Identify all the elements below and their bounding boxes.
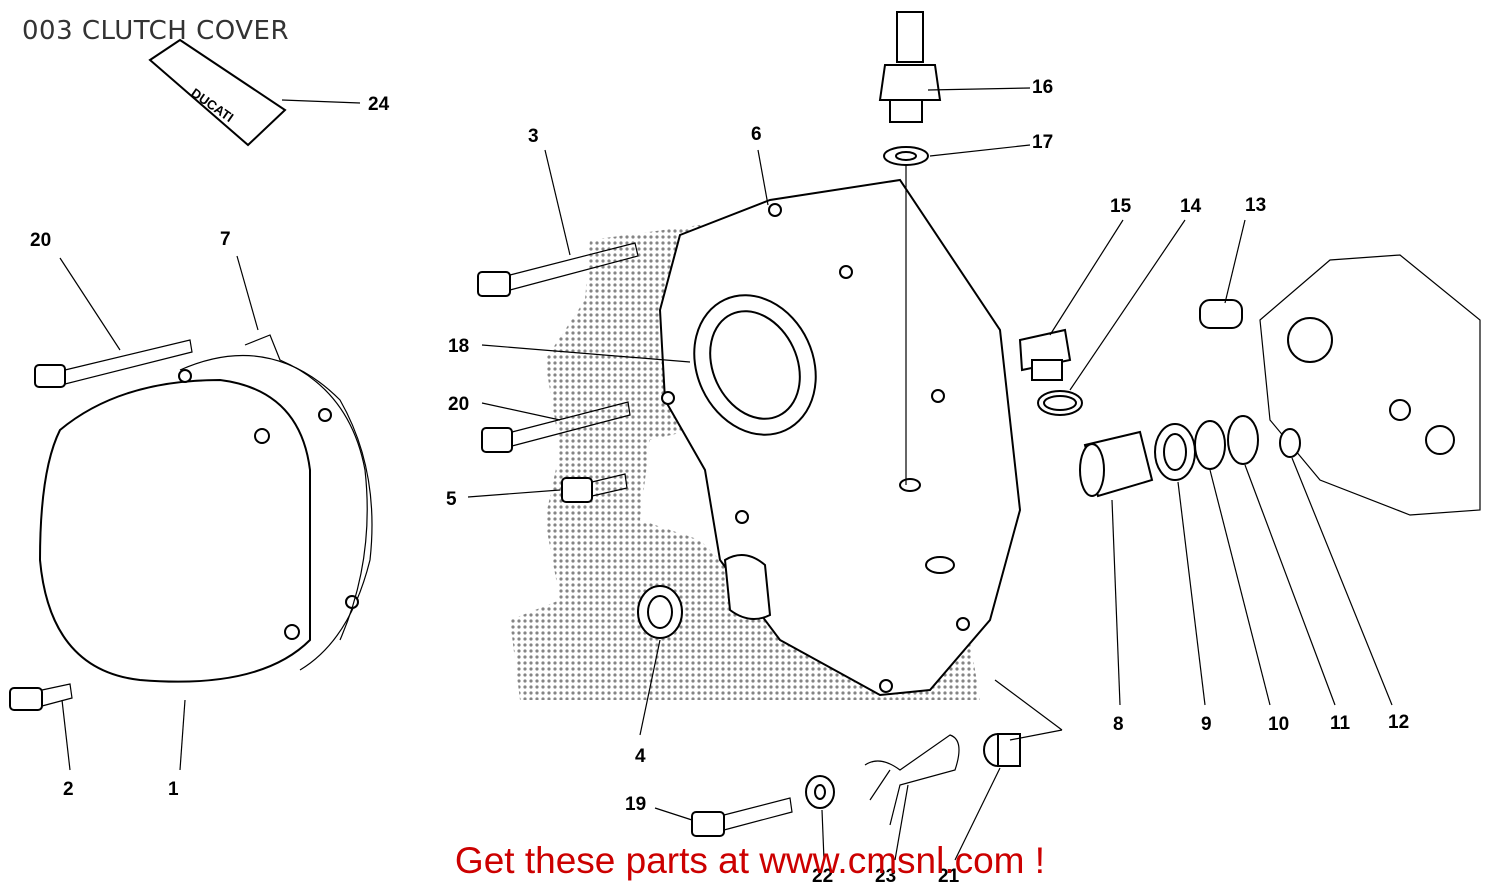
oil-plug-15 [1018, 328, 1072, 381]
bushing-13 [1199, 299, 1243, 329]
sealant-tube-24: DUCATI [148, 38, 287, 147]
clip-23 [864, 734, 960, 826]
callout-14: 14 [1180, 196, 1202, 217]
circlip-11 [1227, 415, 1259, 465]
callout-18: 18 [448, 336, 469, 357]
bolt-20-mid [481, 401, 631, 453]
callout-15: 15 [1110, 196, 1132, 217]
bolt-5 [561, 473, 628, 503]
callout-9: 9 [1201, 714, 1212, 735]
bolt-19 [691, 797, 793, 837]
clutch-cover-1 [38, 354, 373, 683]
washer-22 [805, 775, 835, 809]
diagram-title: 003 CLUTCH COVER [22, 16, 290, 46]
seal-10 [1194, 420, 1226, 470]
callout-20-mid: 20 [448, 394, 469, 415]
callout-16: 16 [1032, 77, 1053, 98]
o-ring-12 [1279, 428, 1301, 458]
engine-cover-6 [658, 178, 1022, 697]
sleeve-8 [1079, 430, 1154, 498]
callout-22: 22 [812, 866, 833, 887]
washer-17 [883, 146, 929, 485]
halftone-engine-background [510, 225, 980, 700]
callout-12: 12 [1388, 712, 1409, 733]
callout-3: 3 [528, 126, 539, 147]
callout-2: 2 [63, 779, 74, 800]
callout-11: 11 [1330, 713, 1351, 734]
callout-19: 19 [625, 794, 646, 815]
gasket-7 [244, 334, 368, 641]
callout-10: 10 [1268, 714, 1289, 735]
oil-seal-4 [637, 585, 683, 639]
o-ring-14 [1037, 390, 1083, 416]
callout-20-left: 20 [30, 230, 51, 251]
callout-4: 4 [635, 746, 646, 767]
bolt-20-left [34, 339, 193, 388]
leader-lines [59, 87, 1393, 861]
callout-17: 17 [1032, 132, 1053, 153]
callout-21: 21 [938, 866, 960, 887]
callout-23: 23 [875, 866, 896, 887]
callout-7: 7 [220, 229, 231, 250]
callout-6: 6 [751, 124, 762, 145]
callout-13: 13 [1245, 195, 1266, 216]
callout-8: 8 [1113, 714, 1124, 735]
right-engine-case-background [1259, 254, 1481, 516]
spacer-21 [983, 733, 1021, 767]
bolt-2 [9, 683, 73, 711]
callout-5: 5 [446, 489, 457, 510]
callout-24: 24 [368, 94, 390, 115]
callout-1: 1 [168, 779, 179, 800]
bolt-3 [477, 242, 639, 297]
sensor-16 [878, 11, 942, 123]
footer-link-text[interactable]: Get these parts at www.cmsnl.com ! [454, 840, 1046, 881]
bearing-9 [1154, 423, 1196, 481]
